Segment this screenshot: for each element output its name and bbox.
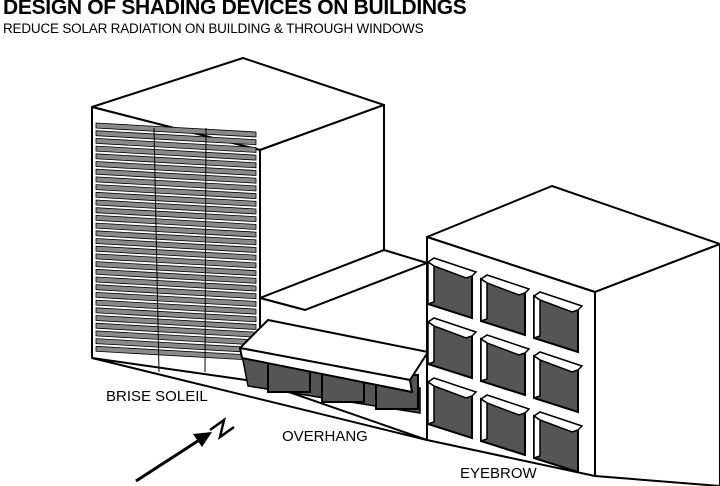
louver-slat — [95, 199, 257, 215]
louver-slat — [95, 307, 257, 323]
louver-mullion — [204, 127, 207, 373]
eyebrow-fin — [427, 380, 435, 426]
eyebrow-fin — [480, 337, 488, 383]
louver-slat — [95, 207, 257, 223]
north-arrow — [135, 417, 235, 483]
louver-slat — [95, 222, 257, 238]
louver-slat — [95, 253, 257, 269]
louver-slat — [95, 315, 257, 330]
louver-slat — [95, 137, 257, 153]
north-arrow-shaft — [135, 435, 205, 483]
eyebrow-windows — [426, 257, 584, 474]
eyebrow-fin — [427, 260, 435, 306]
louver-slat — [95, 184, 257, 200]
louver-slat — [95, 284, 257, 300]
label-overhang: OVERHANG — [282, 428, 368, 445]
louver-slat — [95, 291, 257, 307]
brise-soleil-louvers — [95, 122, 257, 373]
eyebrow-fin — [480, 397, 488, 443]
louver-slat — [95, 261, 257, 277]
louver-slat — [95, 161, 257, 176]
eyebrow-fin — [427, 320, 435, 366]
overhang-canopy-edge — [239, 347, 413, 393]
diagram-title: DESIGN OF SHADING DEVICES ON BUILDINGS — [3, 0, 467, 19]
north-symbol — [209, 417, 235, 440]
louver-slat — [95, 145, 257, 161]
louver-slat — [95, 153, 257, 169]
louver-mullion — [153, 127, 160, 373]
eyebrow-fin — [480, 277, 488, 323]
louver-slat — [95, 245, 257, 261]
louver-slat — [95, 299, 257, 315]
louver-slat — [95, 230, 257, 246]
louver-slat — [95, 238, 257, 253]
eyebrow-fin — [533, 354, 541, 400]
louver-slat — [95, 214, 257, 230]
eyebrow-fin — [533, 414, 541, 460]
louver-slat — [95, 176, 257, 192]
louver-slat — [95, 276, 257, 292]
ground-line — [91, 357, 428, 441]
diagram-subtitle: REDUCE SOLAR RADIATION ON BUILDING & THR… — [3, 21, 424, 36]
label-brise-soleil: BRISE SOLEIL — [106, 388, 208, 405]
louver-slat — [95, 122, 257, 138]
louver-slat — [95, 130, 257, 146]
label-eyebrow: EYEBROW — [460, 465, 538, 482]
right-building-side-face — [594, 243, 720, 486]
louver-slat — [95, 191, 257, 207]
north-arrow-head — [193, 432, 212, 447]
louver-slat — [95, 168, 257, 184]
eyebrow-fin — [533, 294, 541, 340]
louver-slat — [95, 268, 257, 284]
